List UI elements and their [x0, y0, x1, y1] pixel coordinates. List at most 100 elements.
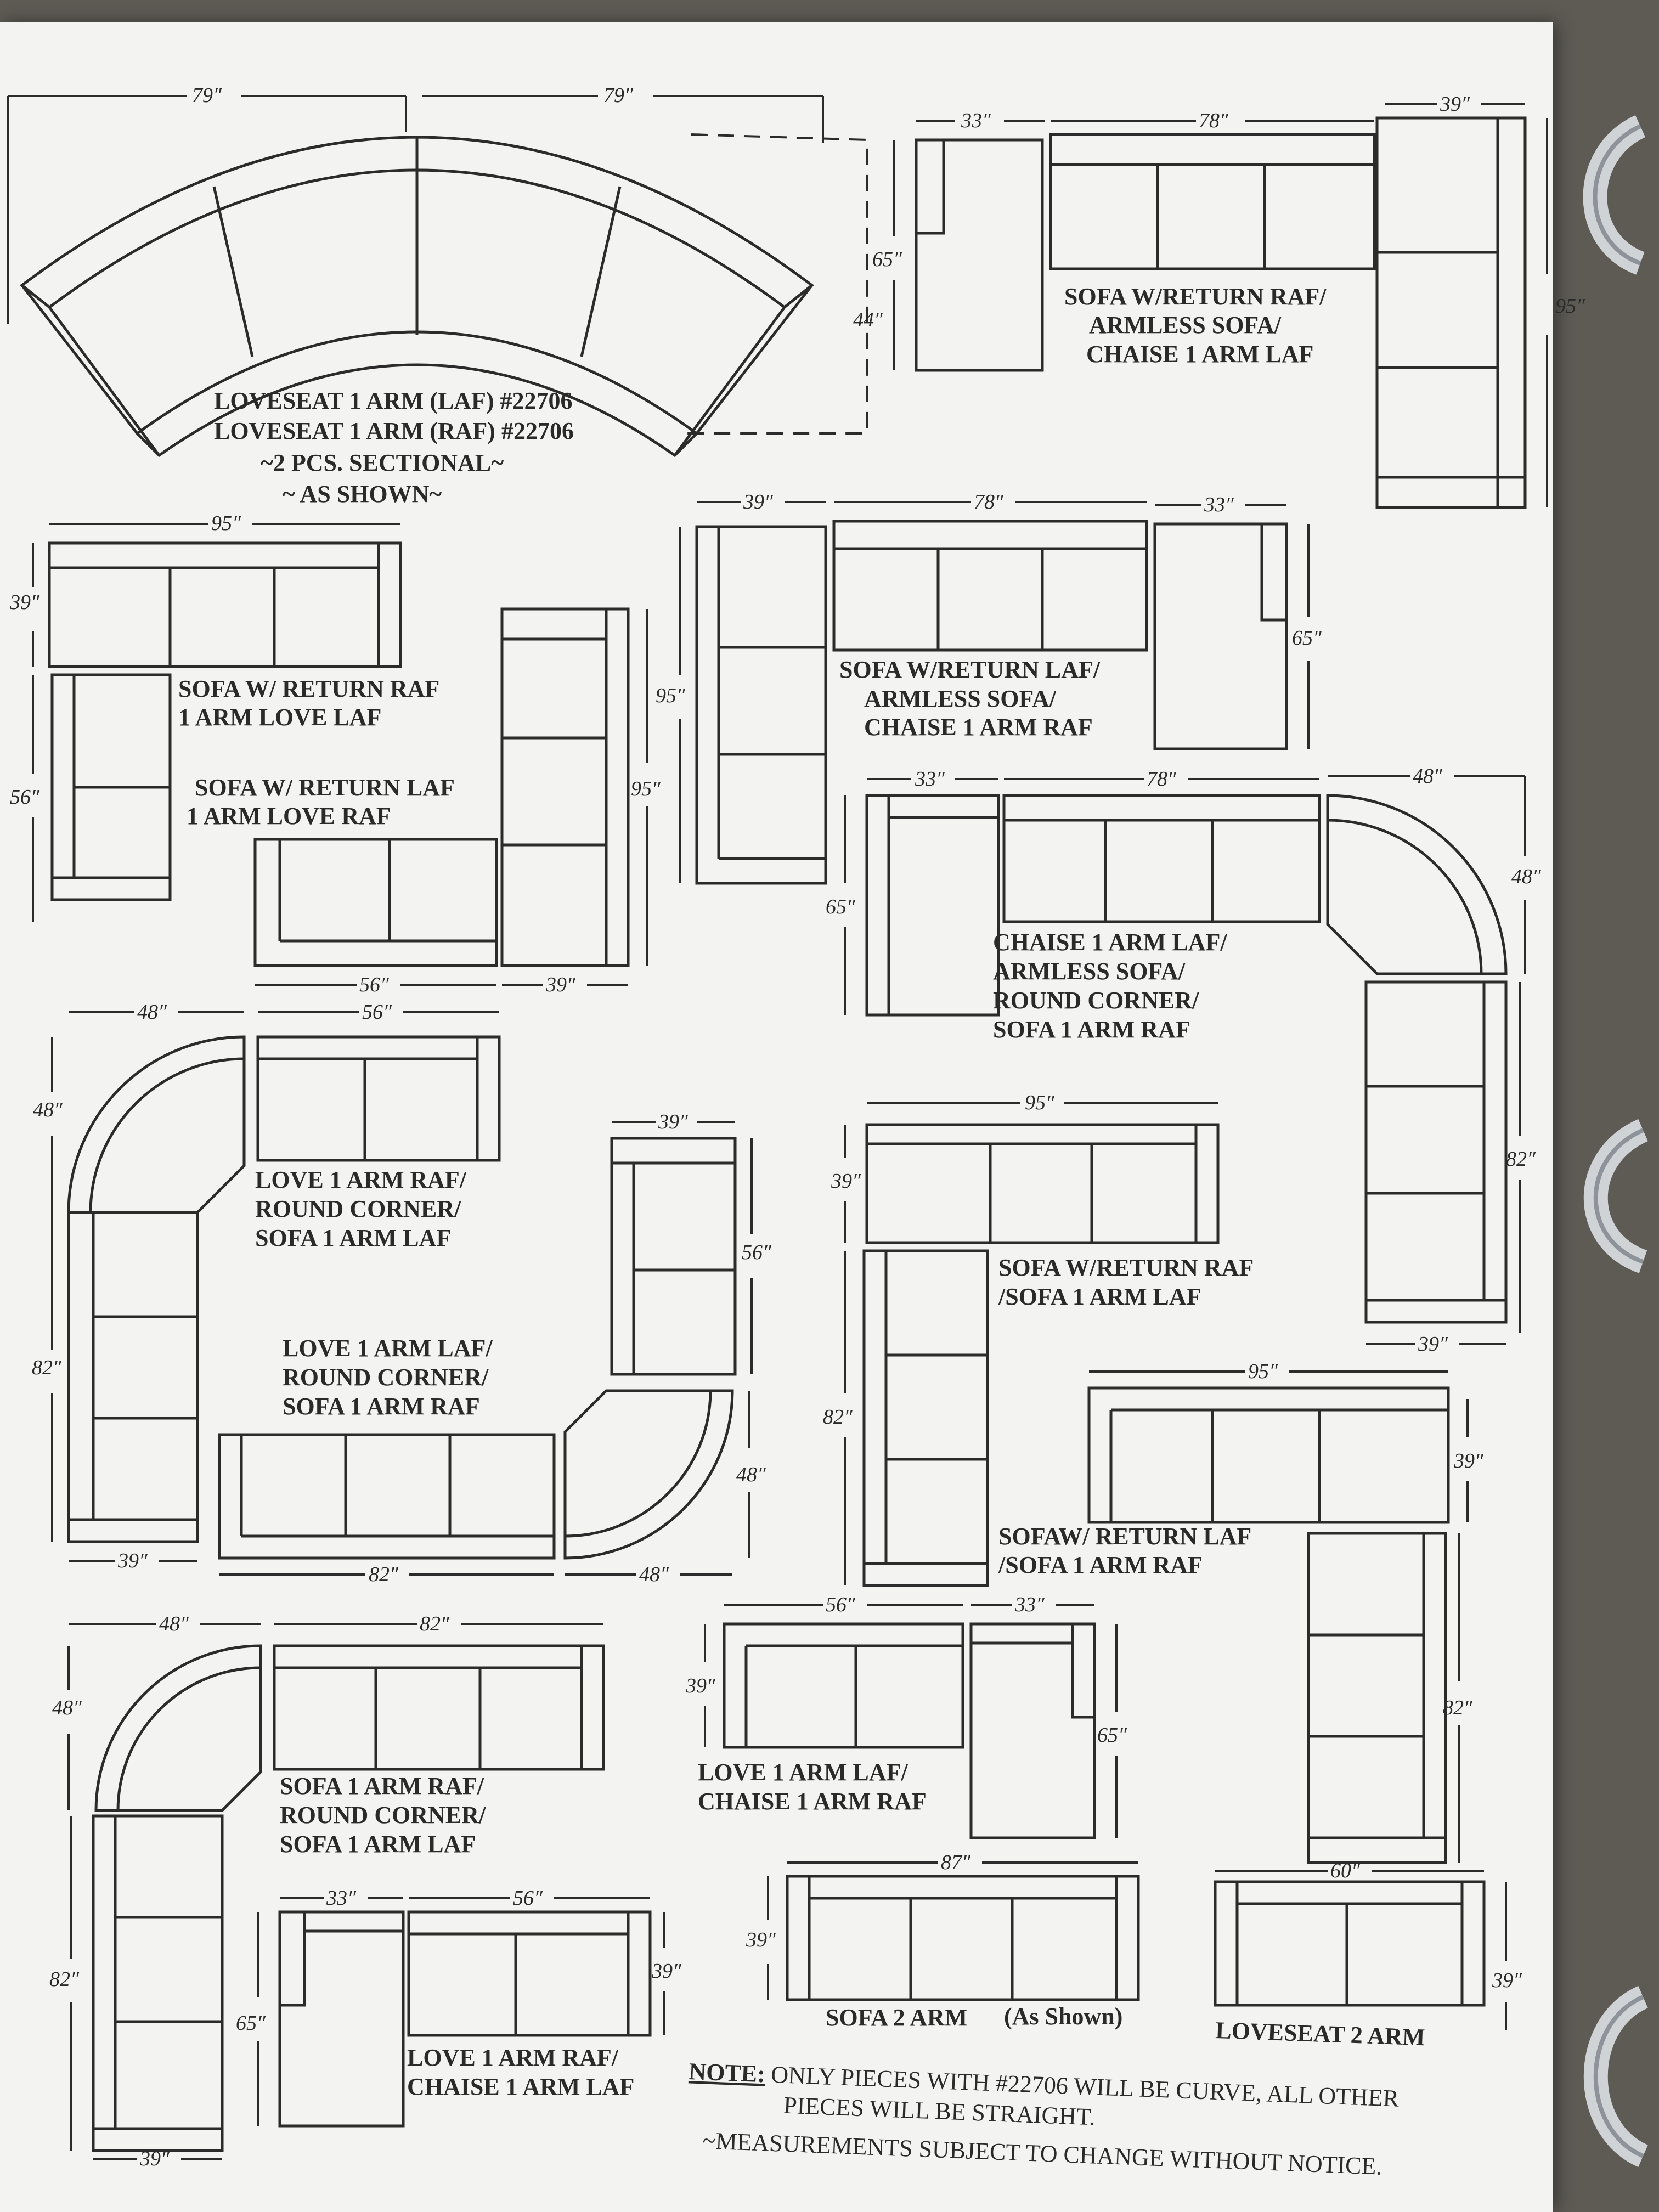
- layout-mid-right: [679, 501, 1310, 885]
- layout-love-laf-corner: [218, 1121, 753, 1576]
- dim-65-k: 65″: [236, 2012, 266, 2035]
- layout-sofa-corner: [67, 1623, 605, 2160]
- dim-82-i: 82″: [420, 1612, 450, 1635]
- dim-65-j: 65″: [1097, 1724, 1127, 1747]
- dim-39-g: 39″: [831, 1170, 861, 1193]
- label-curved-2: LOVESEAT 1 ARM (RAF) #22706: [214, 417, 574, 444]
- label-love-chaise-laf-1: LOVE 1 ARM RAF/: [407, 2044, 619, 2071]
- label-chaise-corner-3: ROUND CORNER/: [993, 987, 1199, 1014]
- dim-48-d: 48″: [1413, 765, 1443, 788]
- dim-65-tr: 65″: [872, 248, 902, 271]
- dim-33-d: 33″: [915, 768, 945, 791]
- label-mid-right-1: SOFA W/RETURN LAF/: [839, 656, 1101, 683]
- label-chaise-corner-4: SOFA 1 ARM RAF: [993, 1016, 1190, 1043]
- dim-65-d: 65″: [826, 895, 856, 918]
- dim-60: 60″: [1330, 1859, 1361, 1882]
- note-prefix: NOTE:: [689, 2058, 766, 2087]
- dim-87: 87″: [941, 1851, 971, 1874]
- label-love-laf-corner-2: ROUND CORNER/: [283, 1364, 489, 1391]
- dim-48-i: 48″: [159, 1612, 189, 1635]
- dim-56-e: 56″: [362, 1001, 392, 1024]
- dim-79-right: 79″: [603, 84, 634, 107]
- dim-79-left: 79″: [192, 84, 222, 107]
- dim-56-f: 56″: [742, 1241, 772, 1264]
- label-top-right-2: ARMLESS SOFA/: [1089, 312, 1282, 338]
- dim-39-l: 39″: [746, 1928, 776, 1951]
- layout-love-chaise-laf: [257, 1897, 665, 2128]
- label-return-laf-2: 1 ARM LOVE RAF: [187, 803, 391, 830]
- dim-56-j: 56″: [826, 1593, 856, 1616]
- dim-39-h: 39″: [1453, 1449, 1484, 1472]
- label-love-chaise-raf-1: LOVE 1 ARM LAF/: [698, 1759, 908, 1786]
- dim-39-k: 39″: [651, 1960, 682, 1983]
- dim-56-a: 56″: [10, 786, 40, 809]
- layout-loveseat-2-arm: [1214, 1870, 1507, 2030]
- label-sofa-corner-2: ROUND CORNER/: [280, 1802, 486, 1829]
- dim-39-f: 39″: [658, 1110, 689, 1133]
- label-curved-4: ~ AS SHOWN~: [283, 481, 442, 507]
- dim-33-k: 33″: [326, 1887, 357, 1910]
- layout-return-raf-love-laf: [32, 523, 402, 922]
- layout-sofa-return-laf: [1087, 1370, 1469, 1864]
- label-top-right-1: SOFA W/RETURN RAF/: [1064, 283, 1327, 310]
- dim-95-b: 95″: [631, 777, 661, 800]
- label-curved-3: ~2 PCS. SECTIONAL~: [261, 449, 504, 476]
- label-chaise-corner-2: ARMLESS SOFA/: [993, 958, 1186, 985]
- curved-sectional: [7, 95, 868, 458]
- dim-48-f2: 48″: [639, 1563, 669, 1586]
- label-return-laf-1: SOFA W/ RETURN LAF: [195, 774, 455, 801]
- dim-39-m: 39″: [1492, 1969, 1522, 1992]
- dim-39-c: 39″: [743, 490, 774, 514]
- layout-return-laf-love-raf: [253, 607, 648, 986]
- label-love-raf-corner-3: SOFA 1 ARM LAF: [255, 1224, 451, 1251]
- dim-33-j: 33″: [1014, 1593, 1045, 1616]
- label-sofa-return-raf-1: SOFA W/RETURN RAF: [998, 1254, 1254, 1281]
- label-love-raf-corner-2: ROUND CORNER/: [255, 1195, 461, 1222]
- label-love-laf-corner-3: SOFA 1 ARM RAF: [283, 1393, 480, 1420]
- label-sofa-corner-1: SOFA 1 ARM RAF/: [280, 1773, 484, 1799]
- layout-love-chaise-raf: [704, 1604, 1118, 1839]
- label-sofa-corner-3: SOFA 1 ARM LAF: [280, 1831, 476, 1858]
- dim-95-a: 95″: [211, 512, 241, 535]
- label-love-laf-corner-1: LOVE 1 ARM LAF/: [283, 1335, 493, 1362]
- dim-39-b: 39″: [545, 973, 576, 996]
- dim-39-a: 39″: [9, 591, 40, 614]
- dim-65-c: 65″: [1292, 627, 1322, 650]
- label-mid-right-2: ARMLESS SOFA/: [864, 685, 1057, 712]
- dim-82-i: 82″: [49, 1968, 80, 1991]
- label-sofa-return-laf-2: /SOFA 1 ARM RAF: [998, 1551, 1203, 1578]
- label-sofa2: SOFA 2 ARM: [826, 2004, 967, 2031]
- label-sofa-return-raf-2: /SOFA 1 ARM LAF: [998, 1283, 1201, 1310]
- dim-56-b: 56″: [359, 973, 390, 996]
- dim-95-g: 95″: [1025, 1091, 1055, 1114]
- layout-sofa-2-arm: [767, 1861, 1140, 2001]
- dim-95-c: 95″: [656, 684, 686, 707]
- dim-82-h: 82″: [1443, 1696, 1473, 1719]
- dim-82-e: 82″: [32, 1356, 62, 1379]
- dim-39-e: 39″: [117, 1549, 148, 1572]
- dim-78-tr: 78″: [1199, 109, 1229, 132]
- dim-95-tr: 95″: [1555, 295, 1585, 318]
- label-chaise-corner-1: CHAISE 1 ARM LAF/: [993, 929, 1227, 956]
- dim-48-e: 48″: [137, 1001, 167, 1024]
- dim-39-j: 39″: [685, 1674, 716, 1697]
- label-sofa-return-laf-1: SOFAW/ RETURN LAF: [998, 1523, 1251, 1550]
- label-mid-right-3: CHAISE 1 ARM RAF: [864, 714, 1093, 741]
- dim-48-d2: 48″: [1511, 865, 1542, 888]
- label-sofa2-note: (As Shown): [1004, 2003, 1122, 2030]
- layout-love-raf-corner: [51, 1011, 501, 1562]
- label-return-raf-2: 1 ARM LOVE LAF: [178, 704, 381, 731]
- label-curved-1: LOVESEAT 1 ARM (LAF) #22706: [214, 387, 573, 414]
- label-top-right-3: CHAISE 1 ARM LAF: [1086, 341, 1313, 368]
- label-loveseat2: LOVESEAT 2 ARM: [1215, 2017, 1426, 2051]
- dim-82-f: 82″: [369, 1563, 399, 1586]
- dim-33-tr: 33″: [961, 109, 991, 132]
- dim-48-i2: 48″: [52, 1696, 82, 1719]
- footer-note: NOTE: ONLY PIECES WITH #22706 WILL BE CU…: [689, 2058, 1400, 2180]
- label-love-chaise-raf-2: CHAISE 1 ARM RAF: [698, 1788, 927, 1815]
- dim-33-c: 33″: [1204, 493, 1234, 516]
- layout-top-right: [893, 103, 1548, 509]
- layout-chaise-corner: [844, 775, 1526, 1345]
